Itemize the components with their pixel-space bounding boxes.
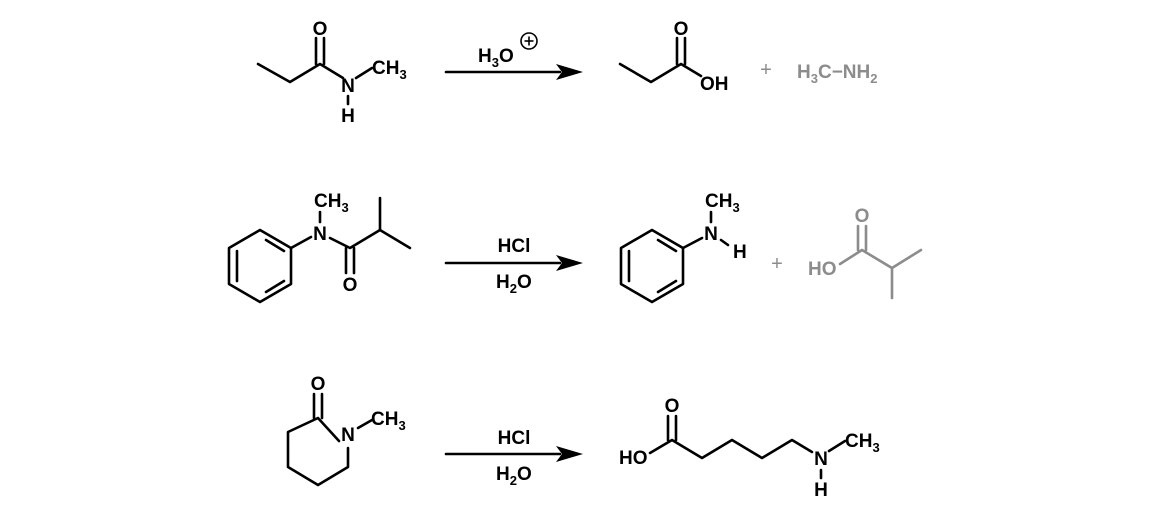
- atom-o: O: [313, 19, 328, 40]
- reagent-water: H2O: [496, 272, 532, 296]
- reactant-1: O N H CH3: [256, 19, 407, 127]
- reagent-water: H2O: [496, 464, 532, 488]
- atom-h: H: [341, 106, 355, 127]
- atom-o: O: [674, 19, 689, 40]
- atom-n: N: [704, 224, 718, 245]
- byproduct-methylamine: H3C−NH2: [797, 62, 877, 86]
- atom-n: N: [814, 449, 828, 470]
- reactant-3: O N CH3: [286, 374, 406, 487]
- product-1: O OH: [618, 19, 729, 95]
- byproduct-oxygen: O: [855, 206, 870, 227]
- methyl-group: CH3: [314, 191, 349, 215]
- reaction-1: O N H CH3 H3O O OH + H3C−NH2: [256, 19, 877, 127]
- atom-o: O: [343, 275, 358, 296]
- product-3: HO O N H CH3: [619, 396, 880, 501]
- atom-h: H: [733, 242, 747, 263]
- reaction-3: O N CH3 HCl H2O HO O N H CH3: [286, 374, 880, 501]
- hydroxyl-group: HO: [619, 448, 648, 469]
- product-2: N CH3 H: [619, 191, 747, 304]
- byproduct-hydroxyl: HO: [808, 259, 837, 280]
- methyl-group: CH3: [372, 58, 407, 82]
- atom-n: N: [341, 425, 355, 446]
- reaction-arrow-2: HCl H2O: [444, 236, 583, 296]
- reaction-arrow-1: H3O: [444, 32, 583, 80]
- atom-n: N: [313, 224, 327, 245]
- atom-h: H: [814, 480, 828, 501]
- atom-o: O: [665, 396, 680, 417]
- methyl-group: CH3: [371, 409, 406, 433]
- atom-o: O: [311, 374, 326, 395]
- byproduct-isobutyric-acid: HO O: [808, 206, 923, 300]
- reagent-hydronium: H3O: [478, 46, 514, 70]
- reactant-2: N CH3 O: [227, 191, 412, 304]
- plus-sign: +: [760, 59, 772, 81]
- plus-sign: +: [771, 253, 783, 275]
- reagent-hcl: HCl: [498, 236, 531, 257]
- atom-n: N: [341, 76, 355, 97]
- reaction-2: N CH3 O HCl H2O N CH3 H: [227, 191, 923, 304]
- reagent-hcl: HCl: [498, 428, 531, 449]
- methyl-group: CH3: [705, 191, 740, 215]
- reaction-arrow-3: HCl H2O: [444, 428, 583, 488]
- hydroxyl-group: OH: [700, 74, 729, 95]
- methyl-group: CH3: [845, 431, 880, 455]
- positive-charge-icon: [520, 32, 538, 50]
